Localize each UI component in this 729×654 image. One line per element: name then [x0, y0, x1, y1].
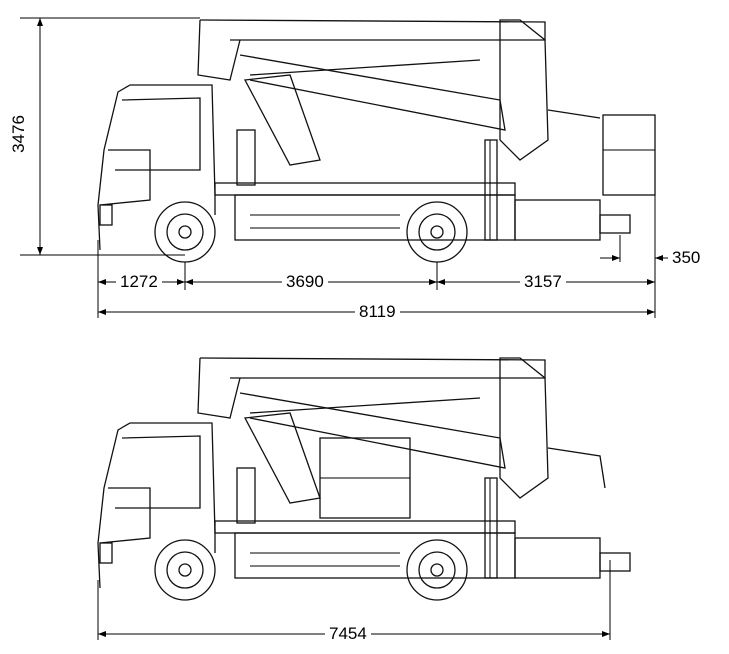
height-dimension: 3476	[9, 111, 28, 157]
truck-bottom	[97, 357, 631, 601]
basket-extended	[602, 114, 656, 196]
outrigger-offset-dimension: 350	[668, 249, 705, 267]
overall-length-bottom-dimension: 7454	[325, 625, 371, 643]
overall-length-top-dimension: 8119	[355, 303, 400, 321]
front-overhang-dimension: 1272	[116, 273, 162, 291]
wheelbase-dimension: 3690	[282, 273, 328, 291]
truck-top	[97, 19, 631, 263]
rear-overhang-dimension: 3157	[520, 273, 566, 291]
